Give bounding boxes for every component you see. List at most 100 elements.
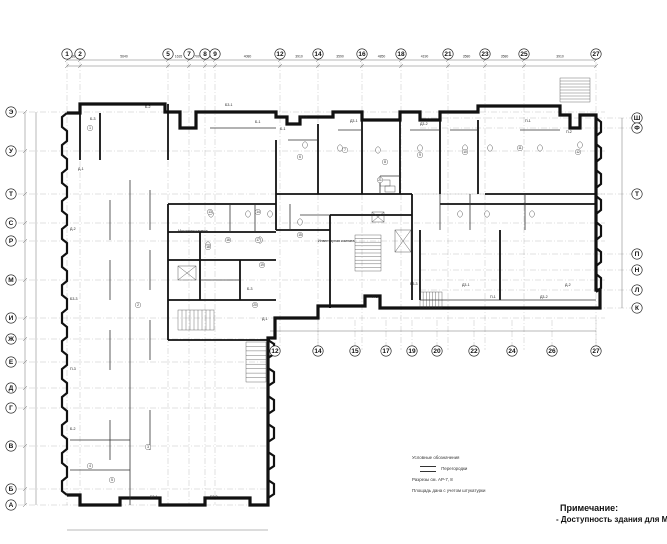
room-tag: Б3-3 xyxy=(70,297,78,301)
room-tag: П-1 xyxy=(490,295,496,299)
dim-tick xyxy=(22,220,28,226)
fixture xyxy=(297,218,303,226)
dim-tick xyxy=(186,63,192,69)
room-tag: Б-1 xyxy=(280,127,286,131)
dim-tick xyxy=(22,486,28,492)
axis-bubble-circle xyxy=(5,274,17,286)
axis-bubble-top: 21 xyxy=(442,48,454,60)
axis-bubble-top: 14 xyxy=(312,48,324,60)
axis-bubble-circle xyxy=(518,48,530,60)
axis-bubble-top: 1 xyxy=(61,48,73,60)
axis-bubble-label: Д xyxy=(9,385,14,392)
dim-tick xyxy=(22,109,28,115)
axis-bubble-mid: 26 xyxy=(546,345,558,357)
dim-tick xyxy=(165,63,171,69)
axis-bubble-label: М xyxy=(8,277,13,284)
axis-bubble-label: 9 xyxy=(213,51,217,58)
fixture xyxy=(375,146,381,154)
room-number-circle xyxy=(135,302,141,308)
axis-bubble-circle xyxy=(5,217,17,229)
axis-bubble-circle xyxy=(356,48,368,60)
axis-bubble-label: 18 xyxy=(397,51,405,58)
stairs xyxy=(177,77,591,383)
room-tag: П-1 xyxy=(525,119,531,123)
axis-bubble-circle xyxy=(5,402,17,414)
room-tag: Б3-2 xyxy=(300,115,308,119)
dim-tick xyxy=(22,359,28,365)
dimension-value: 1890 xyxy=(70,55,78,59)
axis-bubble-label: 2 xyxy=(78,51,82,58)
axis-bubble-circle xyxy=(631,302,643,314)
axis-bubble-label: Ш xyxy=(634,115,641,122)
room-number: 18 xyxy=(206,245,210,249)
room-tag: Б3-2 xyxy=(210,495,218,499)
note-body: - Доступность здания для МГН xyxy=(556,515,667,524)
axis-bubble-top: 25 xyxy=(518,48,530,60)
axis-bubble-circle xyxy=(468,345,480,357)
room-tag: Д-2 xyxy=(70,227,76,231)
stair-entry xyxy=(245,341,267,383)
axis-bubble-circle xyxy=(5,188,17,200)
axis-bubble-left: М xyxy=(5,274,17,286)
room-tag: П-2 xyxy=(372,295,378,299)
axis-bubble-label: А xyxy=(9,502,14,509)
axis-bubble-left: Р xyxy=(5,235,17,247)
dim-tick xyxy=(212,63,218,69)
axis-bubble-circle xyxy=(506,345,518,357)
axis-bubble-circle xyxy=(479,48,491,60)
axis-bubble-label: 27 xyxy=(592,51,600,58)
legend-title: Условные обозначения xyxy=(412,455,460,460)
shaft-cross xyxy=(177,265,197,281)
axis-bubble-circle xyxy=(5,499,17,511)
axis-bubble-mid: 14 xyxy=(312,345,324,357)
fixture-box xyxy=(384,185,396,193)
dimension-value: 4190 xyxy=(421,55,429,59)
room-tag: Д-1 xyxy=(262,317,268,321)
fixture xyxy=(529,210,535,218)
room-number: 2 xyxy=(137,303,139,307)
axis-bubble-top: 27 xyxy=(590,48,602,60)
axis-bubble-label: 19 xyxy=(408,348,416,355)
axis-bubble-left: Э xyxy=(5,106,17,118)
axis-bubble-circle xyxy=(442,48,454,60)
axis-bubble-left: С xyxy=(5,217,17,229)
room-number: 13 xyxy=(208,210,212,214)
axis-bubble-left: Д xyxy=(5,382,17,394)
room-number: 21 xyxy=(378,178,382,182)
fixture xyxy=(487,144,493,152)
axis-bubble-circle xyxy=(312,345,324,357)
axis-bubble-circle xyxy=(162,48,174,60)
fixture xyxy=(337,144,343,152)
fixture xyxy=(577,141,583,149)
dim-tick xyxy=(445,63,451,69)
room-tag: Д3-1 xyxy=(462,283,470,287)
fixture xyxy=(537,144,543,152)
legend-item-area: Площадь дана с учетом штукатурки xyxy=(412,488,486,493)
dim-tick xyxy=(77,63,83,69)
axis-bubble-circle xyxy=(406,345,418,357)
axis-bubble-top: 5 xyxy=(162,48,174,60)
axis-bubble-circle xyxy=(631,248,643,260)
room-number: 19 xyxy=(260,263,264,267)
axis-bubble-circle xyxy=(631,122,643,134)
axis-bubble-mid: 27 xyxy=(590,345,602,357)
dim-tick xyxy=(22,191,28,197)
shaft-cross xyxy=(394,229,412,253)
dim-tick xyxy=(22,336,28,342)
axis-bubble-label: 1 xyxy=(65,51,69,58)
dimension-value: 4080 xyxy=(244,55,252,59)
room-number-circle xyxy=(87,463,93,469)
room-number-circle xyxy=(342,147,348,153)
axis-bubble-mid: 12 xyxy=(269,345,281,357)
axis-bubble-circle xyxy=(5,483,17,495)
dimension-value: 3580 xyxy=(463,55,471,59)
axis-bubble-label: Р xyxy=(9,238,14,245)
axis-bubble-label: 12 xyxy=(271,348,279,355)
room-number-circle xyxy=(225,237,231,243)
axis-bubble-left: Б xyxy=(5,483,17,495)
dimension-lines xyxy=(22,57,623,531)
shaft xyxy=(394,229,412,253)
axis-bubble-circle xyxy=(431,345,443,357)
dimension-value: 3910 xyxy=(556,55,564,59)
axis-bubble-label: Э xyxy=(9,109,14,116)
